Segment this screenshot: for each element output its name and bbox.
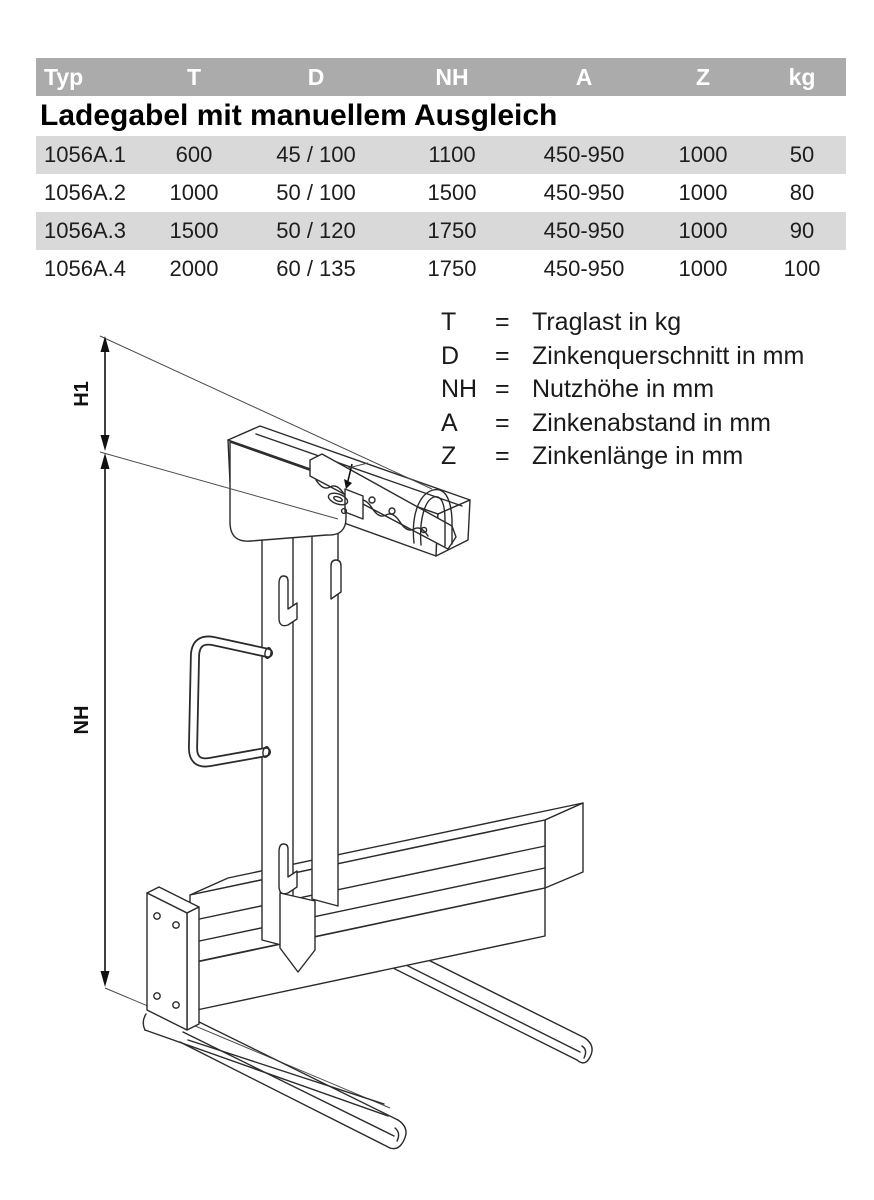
legend-symbol: D xyxy=(441,341,460,370)
side-handle xyxy=(188,635,273,768)
cell-a: 450-950 xyxy=(520,212,648,250)
table-row: 1056A.4 2000 60 / 135 1750 450-950 1000 … xyxy=(36,250,846,288)
cell-d: 60 / 135 xyxy=(276,256,356,281)
cell-t: 600 xyxy=(140,136,248,174)
legend-symbol: A xyxy=(441,408,458,437)
cell-typ: 1056A.1 xyxy=(36,136,140,174)
legend-row: A = Zinkenabstand in mm xyxy=(441,407,804,441)
table-title-row: Ladegabel mit manuellem Ausgleich xyxy=(36,96,846,136)
cell-a: 450-950 xyxy=(543,256,625,281)
nh-dimension: NH xyxy=(71,453,110,987)
legend-equals: = xyxy=(495,341,510,370)
cell-d: 50 / 120 xyxy=(248,212,384,250)
bolt-hole xyxy=(172,1001,180,1009)
cell-nh: 1100 xyxy=(384,136,520,174)
cell-typ: 1056A.3 xyxy=(36,212,140,250)
skid-plate xyxy=(142,1013,389,1117)
cell-kg: 100 xyxy=(783,256,821,281)
cell-typ: 1056A.4 xyxy=(44,256,126,281)
legend-equals: = xyxy=(495,408,510,437)
legend-description: Zinkenlänge in mm xyxy=(532,442,744,470)
hook-tab xyxy=(330,559,342,600)
table-header-row: Typ T D NH A Z kg xyxy=(36,58,846,96)
table-row: 1056A.2 1000 50 / 100 1500 450-950 1000 … xyxy=(36,174,846,212)
col-header-d: D xyxy=(248,58,384,96)
col-header-t: T xyxy=(140,58,248,96)
mast-hooks xyxy=(278,559,342,895)
cell-d: 45 / 100 xyxy=(248,136,384,174)
ratchet-latch xyxy=(309,453,457,550)
cell-a: 450-950 xyxy=(543,180,625,205)
bolt-hole xyxy=(153,992,161,1000)
legend-description: Zinkenquerschnitt in mm xyxy=(532,341,805,370)
legend-equals: = xyxy=(495,442,510,470)
col-header-typ: Typ xyxy=(36,58,140,96)
cell-nh: 1750 xyxy=(384,212,520,250)
cell-z: 1000 xyxy=(648,136,758,174)
legend-description: Zinkenabstand in mm xyxy=(532,408,772,437)
legend-description: Nutzhöhe in mm xyxy=(532,375,715,403)
j-hook xyxy=(278,843,298,895)
cell-z: 1000 xyxy=(678,256,728,281)
extension-line-top xyxy=(99,335,433,490)
table-row: 1056A.3 1500 50 / 120 1750 450-950 1000 … xyxy=(36,212,846,250)
legend-row: T = Traglast in kg xyxy=(441,306,804,340)
legend-symbol: NH xyxy=(441,375,478,403)
mast-foot xyxy=(279,892,316,973)
col-header-z: Z xyxy=(648,58,758,96)
col-header-kg: kg xyxy=(758,58,846,96)
nh-dim-label: NH xyxy=(71,706,93,735)
table-title: Ladegabel mit manuellem Ausgleich xyxy=(36,96,846,136)
bolt-hole xyxy=(153,912,161,920)
cell-z: 1000 xyxy=(678,180,728,205)
mounting-plate xyxy=(146,886,200,1031)
col-header-nh: NH xyxy=(384,58,520,96)
gusset-plate xyxy=(229,441,347,542)
cell-t: 2000 xyxy=(169,256,219,281)
cell-typ: 1056A.2 xyxy=(44,180,126,205)
legend-row: D = Zinkenquerschnitt in mm xyxy=(441,340,804,374)
legend-row: Z = Zinkenlänge in mm xyxy=(441,440,804,474)
cell-t: 1500 xyxy=(140,212,248,250)
cell-t: 1000 xyxy=(169,180,219,205)
legend-symbol: Z xyxy=(441,442,457,470)
cell-nh: 1500 xyxy=(427,180,477,205)
bolt-hole xyxy=(172,921,180,929)
legend: T = Traglast in kg D = Zinkenquerschnitt… xyxy=(441,306,804,474)
legend-symbol: T xyxy=(441,308,457,336)
cell-kg: 90 xyxy=(758,212,846,250)
extension-line-mid xyxy=(99,451,339,520)
cell-kg: 50 xyxy=(758,136,846,174)
suspension-slot xyxy=(327,492,349,506)
shackle-bow xyxy=(412,488,453,547)
spec-table: Typ T D NH A Z kg Ladegabel mit manuelle… xyxy=(36,58,846,288)
h1-dimension: H1 xyxy=(71,335,433,520)
cell-d: 50 / 100 xyxy=(276,180,356,205)
cell-z: 1000 xyxy=(648,212,758,250)
cell-nh: 1750 xyxy=(427,256,477,281)
col-header-a: A xyxy=(520,58,648,96)
legend-row: NH = Nutzhöhe in mm xyxy=(441,373,804,407)
j-hook xyxy=(278,575,298,627)
legend-description: Traglast in kg xyxy=(532,308,682,336)
cell-a: 450-950 xyxy=(520,136,648,174)
carriage-box xyxy=(189,802,584,1012)
legend-equals: = xyxy=(495,308,510,336)
table-row: 1056A.1 600 45 / 100 1100 450-950 1000 5… xyxy=(36,136,846,174)
legend-equals: = xyxy=(495,375,510,403)
cell-kg: 80 xyxy=(789,180,815,205)
h1-dim-label: H1 xyxy=(71,381,93,407)
